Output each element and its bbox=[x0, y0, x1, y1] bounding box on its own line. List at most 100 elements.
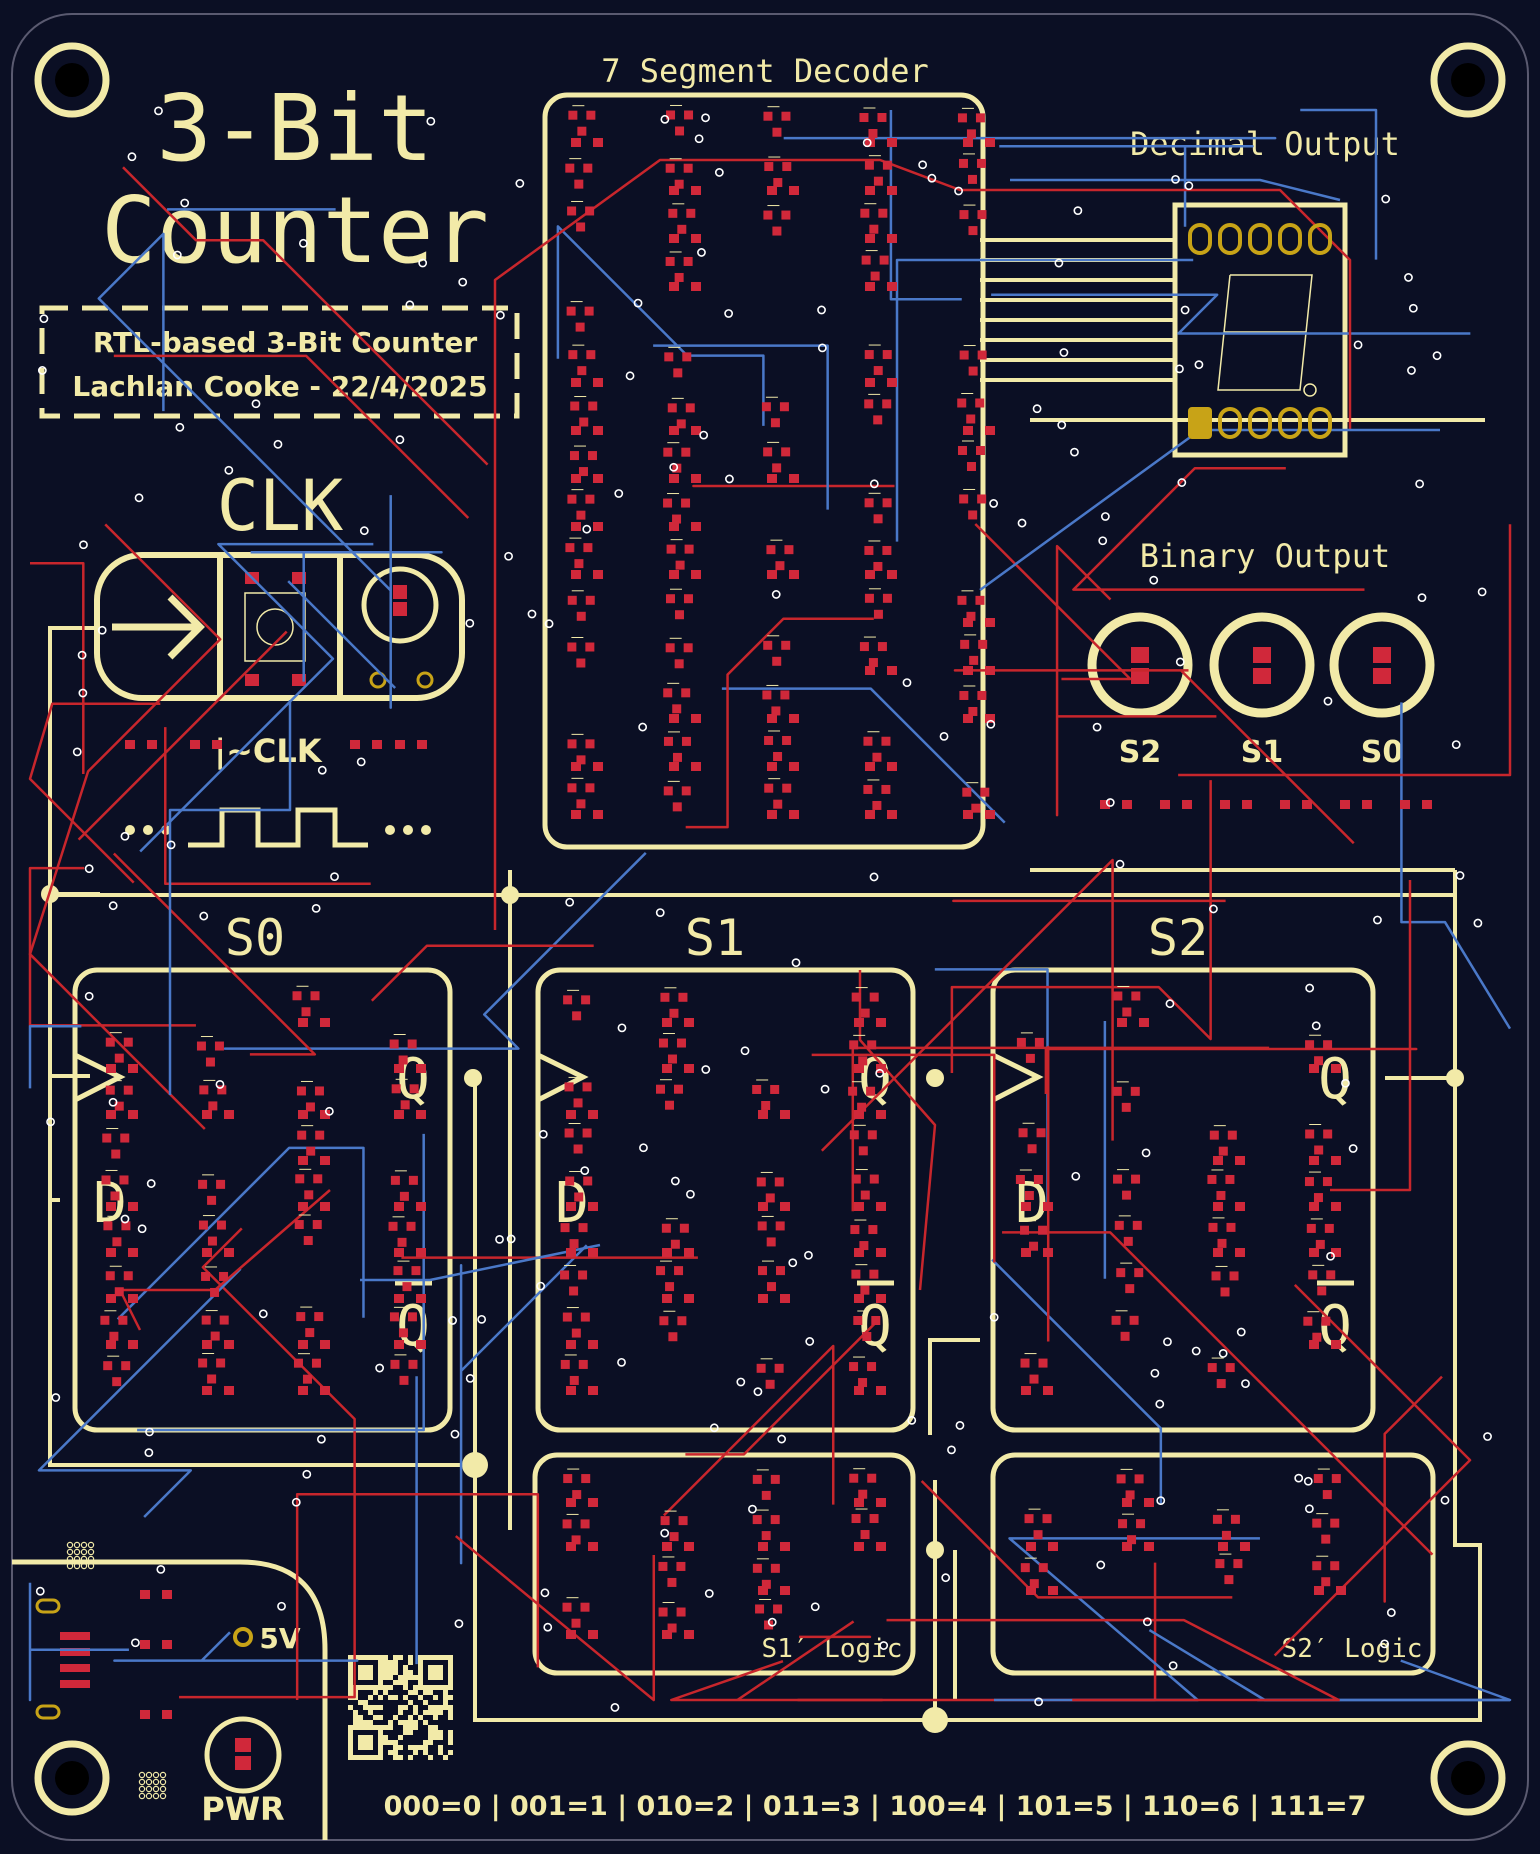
transistor bbox=[864, 588, 892, 619]
resistor bbox=[669, 186, 701, 195]
resistor bbox=[298, 1110, 330, 1119]
resistor bbox=[767, 714, 799, 723]
resistor bbox=[571, 570, 603, 579]
vias bbox=[35, 106, 1492, 1712]
transistor bbox=[1215, 1553, 1243, 1585]
subtitle-line1: RTL-based 3-Bit Counter bbox=[93, 326, 477, 359]
resistor bbox=[571, 762, 603, 771]
transistor bbox=[292, 985, 320, 1017]
transistor bbox=[390, 1170, 418, 1201]
resistor bbox=[767, 762, 799, 771]
transistor bbox=[665, 158, 693, 189]
resistor bbox=[202, 1386, 234, 1395]
silk-bus-lines bbox=[48, 238, 1485, 1722]
transistor bbox=[752, 1469, 780, 1500]
transistor bbox=[660, 1510, 688, 1542]
resistor bbox=[566, 1498, 598, 1507]
transistor bbox=[105, 1265, 133, 1297]
transistor bbox=[567, 733, 595, 765]
transistor bbox=[565, 537, 593, 569]
transistor bbox=[764, 730, 792, 761]
transistor bbox=[562, 1307, 590, 1338]
transistor bbox=[665, 637, 693, 669]
5v-test-point bbox=[233, 1627, 253, 1647]
resistor bbox=[1309, 1202, 1341, 1211]
resistor bbox=[1218, 1542, 1250, 1551]
transistor bbox=[752, 1509, 780, 1541]
led-label-s0: S0 bbox=[1361, 735, 1403, 770]
resistor bbox=[1309, 1340, 1341, 1349]
s1-logic-label: S1′ Logic bbox=[762, 1634, 903, 1664]
transistor bbox=[853, 1310, 881, 1341]
transistor bbox=[1305, 1034, 1333, 1066]
resistor bbox=[963, 666, 995, 675]
resistor bbox=[662, 1542, 694, 1551]
resistor bbox=[202, 1340, 234, 1349]
resistor bbox=[963, 618, 995, 627]
transistor bbox=[566, 301, 594, 332]
resistor bbox=[865, 234, 897, 243]
transistor bbox=[959, 685, 987, 716]
board-outline bbox=[11, 13, 1529, 1841]
transistor bbox=[957, 440, 985, 472]
resistor bbox=[662, 1018, 694, 1027]
resistor bbox=[298, 1018, 330, 1027]
transistor bbox=[962, 782, 990, 813]
transistor bbox=[849, 1034, 877, 1066]
transistor bbox=[568, 344, 596, 376]
transistor bbox=[851, 987, 879, 1018]
transistor bbox=[1312, 1555, 1340, 1587]
resistor bbox=[106, 1110, 138, 1119]
resistor bbox=[865, 186, 897, 195]
arrow-right-icon bbox=[112, 594, 205, 660]
transistor bbox=[851, 1169, 879, 1200]
transistor bbox=[570, 396, 598, 427]
resistor bbox=[854, 1110, 886, 1119]
resistor bbox=[669, 522, 701, 531]
transistor bbox=[1024, 1508, 1052, 1540]
transistor bbox=[666, 104, 694, 136]
resistor bbox=[1122, 1542, 1154, 1551]
pwr-label: PWR bbox=[201, 1790, 284, 1828]
resistor bbox=[1280, 800, 1312, 809]
transistor bbox=[1303, 1311, 1331, 1342]
transistor bbox=[665, 251, 693, 282]
resistor bbox=[1122, 1498, 1154, 1507]
resistor bbox=[202, 1110, 234, 1119]
transistor bbox=[565, 158, 593, 189]
transistor bbox=[389, 1306, 417, 1338]
transistor bbox=[1306, 1218, 1334, 1249]
resistor bbox=[1340, 800, 1372, 809]
resistor bbox=[571, 474, 603, 483]
resistor bbox=[963, 138, 995, 147]
transistor bbox=[293, 1353, 321, 1384]
transistor bbox=[388, 1216, 416, 1247]
resistor bbox=[298, 1386, 330, 1395]
transistor bbox=[851, 1264, 879, 1295]
led-label-s2: S2 bbox=[1119, 735, 1161, 770]
transistor bbox=[567, 200, 595, 232]
decoder-frame bbox=[542, 92, 986, 850]
transistor bbox=[757, 1215, 785, 1247]
resistor bbox=[571, 426, 603, 435]
transistor bbox=[1018, 1122, 1046, 1154]
decoder-label: 7 Segment Decoder bbox=[601, 52, 929, 90]
transistor bbox=[1308, 1264, 1336, 1296]
transistor bbox=[660, 987, 688, 1018]
resistor bbox=[1117, 1018, 1149, 1027]
resistor bbox=[106, 1294, 138, 1303]
transistor bbox=[763, 635, 791, 666]
display-header-pins bbox=[1188, 223, 1332, 439]
transistor bbox=[666, 539, 694, 570]
flipflop-title-s0: S0 bbox=[225, 909, 285, 967]
resistor bbox=[1309, 1064, 1341, 1073]
resistor bbox=[854, 1294, 886, 1303]
transistor bbox=[198, 1352, 226, 1384]
transistor bbox=[1116, 1468, 1144, 1500]
transistor bbox=[959, 488, 987, 520]
resistor bbox=[669, 234, 701, 243]
transistor bbox=[1304, 1171, 1332, 1203]
transistor bbox=[860, 203, 888, 234]
resistor bbox=[566, 1340, 598, 1349]
transistor bbox=[661, 1218, 689, 1249]
